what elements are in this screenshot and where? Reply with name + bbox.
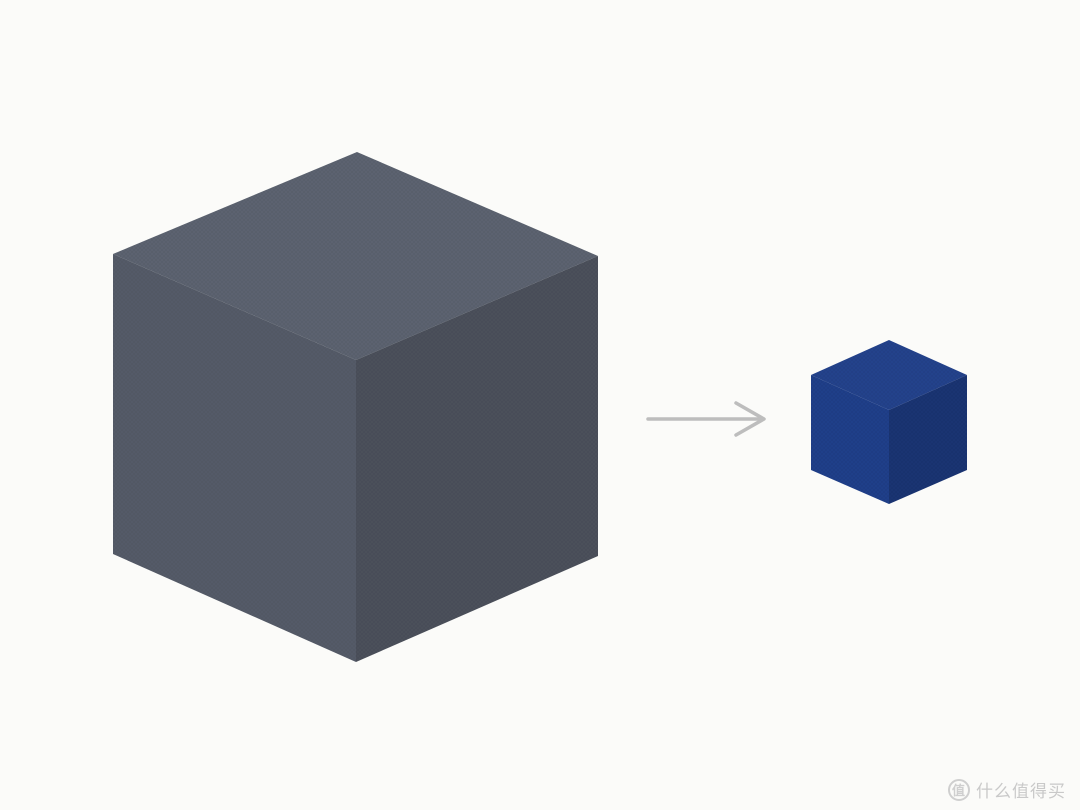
small-cube [811,340,967,504]
watermark-text: 什么值得买 [976,782,1066,802]
transform-arrow [646,401,766,437]
watermark: 值 什么值得买 [948,777,1066,802]
zhi-logo-icon: 值 [948,778,970,801]
large-cube [113,152,598,662]
